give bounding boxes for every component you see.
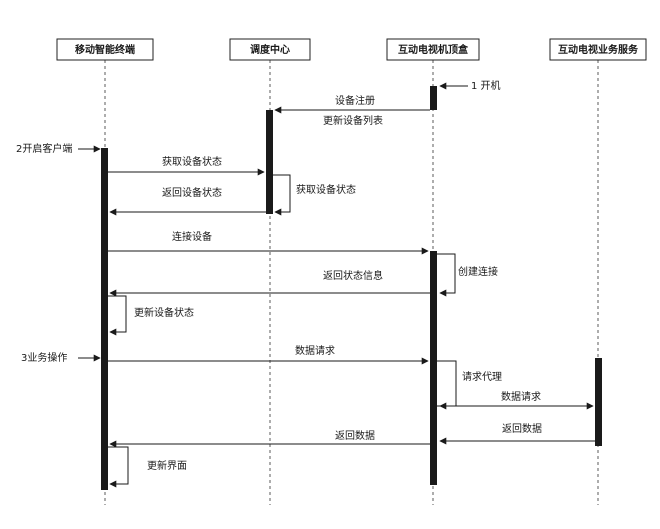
msg-update-list-label: 更新设备列表: [323, 114, 383, 127]
msg-business-op-label: 3业务操作: [21, 351, 67, 364]
msg-connect-label: 连接设备: [172, 230, 212, 243]
msg-create-conn-self-arrow: [437, 253, 456, 297]
participant-service-label: 互动电视业务服务: [558, 43, 639, 56]
activation-service: [595, 358, 602, 446]
participant-dispatch-label: 调度中心: [250, 43, 290, 56]
participant-stb-label: 互动电视机顶盒: [398, 43, 469, 56]
msg-power-on-label: 1 开机: [471, 79, 501, 92]
msg-open-client-label: 2开启客户端: [16, 142, 72, 155]
msg-proxy-self-label: 请求代理: [462, 370, 502, 383]
participant-service: 互动电视业务服务: [549, 38, 647, 61]
msg-update-status-self-arrow: [108, 295, 127, 336]
activation-mobile: [101, 148, 108, 490]
participant-stb: 互动电视机顶盒: [386, 38, 480, 61]
msg-update-ui-self-label: 更新界面: [147, 459, 187, 472]
activation-stb-2: [430, 251, 437, 485]
msg-create-conn-self-label: 创建连接: [458, 265, 498, 278]
msg-return-data-label: 返回数据: [335, 429, 375, 442]
msg-get-status-label: 获取设备状态: [162, 155, 222, 168]
msg-register-label: 设备注册: [335, 94, 375, 107]
msg-update-status-self-label: 更新设备状态: [134, 306, 194, 319]
participant-mobile: 移动智能终端: [56, 38, 154, 61]
participant-mobile-label: 移动智能终端: [75, 43, 135, 56]
activation-stb-1: [430, 86, 437, 110]
msg-get-status-self-label: 获取设备状态: [296, 183, 356, 196]
activation-dispatch: [266, 110, 273, 214]
msg-return-data-service-label: 返回数据: [502, 422, 542, 435]
msg-return-info-label: 返回状态信息: [323, 269, 383, 282]
msg-update-ui-self-arrow: [108, 446, 129, 488]
participant-dispatch: 调度中心: [229, 38, 311, 61]
msg-data-request-label: 数据请求: [295, 344, 335, 357]
msg-get-status-self-arrow: [273, 174, 291, 216]
msg-data-request-service-label: 数据请求: [501, 390, 541, 403]
msg-return-status-label: 返回设备状态: [162, 186, 222, 199]
msg-proxy-self-arrow: [437, 360, 457, 410]
